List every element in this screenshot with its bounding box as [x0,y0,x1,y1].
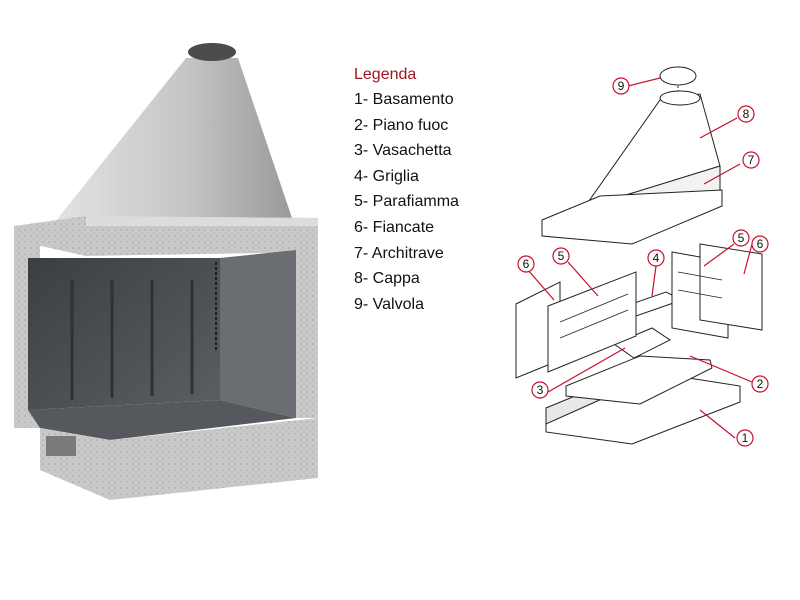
legend-item: 5- Parafiamma [354,193,459,211]
callout-7: 7 [748,153,755,167]
callout-3: 3 [537,383,544,397]
legend-item: 7- Architrave [354,244,444,262]
fireplace-photo [14,43,318,500]
callout-5-right: 5 [738,231,745,245]
callout-6-right: 6 [757,237,764,251]
callout-9: 9 [618,79,625,93]
legend-item: 6- Fiancate [354,218,435,236]
callout-2: 2 [757,377,764,391]
callout-1: 1 [742,431,749,445]
callout-8: 8 [743,107,750,121]
legend-item: 9- Valvola [354,295,424,313]
legend-list: 1- Basamento 2- Piano fuoc 3- Vasachetta… [354,87,459,317]
legend-item: 4- Griglia [354,167,419,185]
legend: Legenda 1- Basamento 2- Piano fuoc 3- Va… [354,62,459,317]
callout-5-left: 5 [558,249,565,263]
legend-item: 1- Basamento [354,91,454,108]
legend-item: 2- Piano fuoc [354,116,449,134]
exploded-diagram: 1 2 3 4 5 5 6 6 7 8 9 [515,66,769,447]
callout-6-left: 6 [523,257,530,271]
legend-item: 3- Vasachetta [354,142,452,160]
legend-title: Legenda [354,66,417,83]
legend-item: 8- Cappa [354,270,420,288]
callout-4: 4 [653,251,660,265]
